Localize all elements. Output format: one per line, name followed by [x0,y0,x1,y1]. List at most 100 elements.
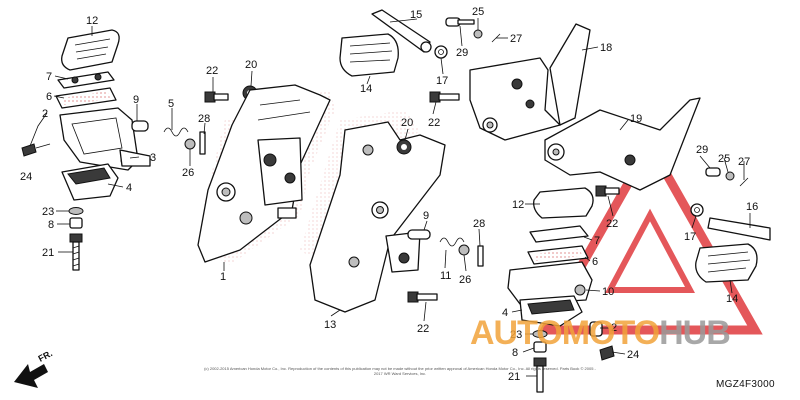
callout-label: 12 [86,15,98,27]
spring-11 [439,237,465,247]
passenger-bracket-18 [469,23,591,141]
plate-7-right [529,225,589,243]
bolt-22-top-left [204,91,229,103]
callout-label: 23 [42,206,54,218]
pin-16 [707,217,771,241]
callout-label: 7 [46,71,52,83]
callout-label: 28 [198,113,210,125]
bolt-2-right [589,321,603,337]
callout-label: 12 [512,199,524,211]
callout-label: 24 [627,349,639,361]
callout-label: 21 [508,371,520,383]
collar-17-center [434,45,448,59]
pin-9-center [407,229,431,240]
pin-9-left [131,120,149,132]
callout-label: 7 [594,235,600,247]
callout-label: 21 [42,247,54,259]
callout-label: 11 [440,270,451,282]
heel-plate-4-right [519,295,583,327]
washer-23-left [68,207,84,215]
spring-5-left [163,127,196,150]
callout-label: 26 [182,167,194,179]
callout-label: 22 [428,117,440,129]
collar-8-left [69,217,83,229]
callout-label: 9 [423,210,429,222]
pin-28-center [477,245,484,267]
grommet-20-center [396,139,412,155]
callout-label: 10 [602,286,614,298]
callout-label: 6 [46,91,52,103]
callout-label: 20 [401,117,413,129]
collar-8-right [533,341,547,353]
callout-label: 9 [133,94,139,106]
callout-label: 15 [410,9,422,21]
plate-6-right [527,245,589,265]
bolt-24-left [21,143,51,157]
callout-label: 22 [206,65,218,77]
heel-plate-4-left [61,163,119,201]
callout-label: 17 [684,231,696,243]
callout-label: 22 [417,323,429,335]
callout-label: 28 [473,218,485,230]
washer-25-right [725,171,735,181]
watermark-word-1: AUTO [470,314,563,352]
watermark-text: AUTOMOTOHUB [470,314,731,353]
footpeg-rubber-12-right [533,187,594,219]
callout-label: 4 [502,307,508,319]
watermark-logo [537,135,763,335]
callout-label: 22 [606,218,618,230]
callout-label: 1 [220,271,226,283]
footpeg-rubber-left [61,29,120,71]
callout-label: 17 [436,75,448,87]
callout-label: 29 [456,47,468,59]
footpeg-rubber-14-right [695,243,758,283]
collar-17-right [690,203,704,217]
callout-label: 13 [324,319,336,331]
watermark-word-3: HUB [659,314,731,352]
pin-29-right [705,167,721,177]
washer-26-center [458,244,470,256]
callouts: 12 7 6 2 24 3 4 23 8 21 9 5 26 28 22 20 … [20,6,758,383]
callout-label: 4 [126,182,132,194]
footpeg-rubber-center [339,33,399,77]
step-bracket-left-1 [197,84,335,265]
callout-label: 6 [592,256,598,268]
leader-lines [29,18,751,377]
plate-7-left [57,71,115,89]
callout-label: 20 [245,59,257,71]
callout-label: 24 [20,171,32,183]
copyright-notice: (c) 2002-2015 American Honda Motor Co., … [204,366,596,376]
callout-label: 2 [42,108,48,120]
callout-label: 14 [726,293,738,305]
callout-label: 14 [360,83,372,95]
bolt-21-left [69,233,83,271]
callout-label: 27 [510,33,522,45]
passenger-bracket-19 [544,97,701,191]
callout-label: 3 [150,152,156,164]
pin-15 [371,9,432,53]
diagram-code: MGZ4F3000 [716,379,775,390]
footpeg-bracket-left [59,107,151,171]
callout-label: 23 [510,329,522,341]
plate-6-left [55,87,117,109]
bolt-21-right [533,357,547,393]
front-direction-arrow [14,364,48,388]
pin-28-left [199,131,206,155]
callout-label: 16 [746,201,758,213]
callout-label: 8 [48,219,54,231]
bolt-24-right [599,345,615,361]
callout-label: 25 [718,153,730,165]
callout-label: 26 [459,274,471,286]
pin-29-center [445,17,475,27]
callout-label: 5 [168,98,174,110]
clip-27-right [739,177,749,187]
washer-25-center [473,29,483,39]
bolt-22-lower [407,291,438,303]
callout-label: 2 [611,322,617,334]
watermark-word-2: MOTO [561,314,660,352]
bolt-22-center [429,91,460,103]
callout-label: 27 [738,156,750,168]
step-bracket-right-13 [300,110,446,313]
